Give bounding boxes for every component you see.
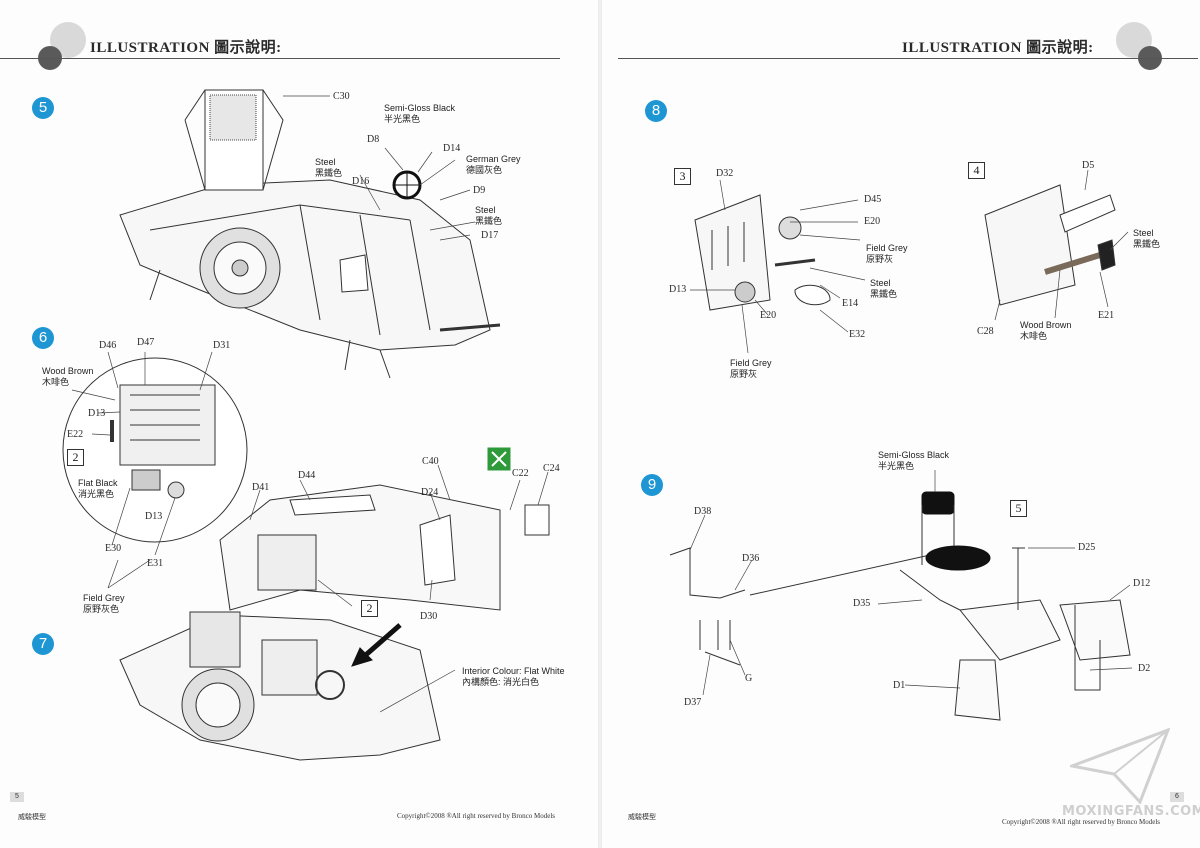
right-page [602, 0, 1200, 848]
footer-copyright-left: Copyright©2008 ®All right reserved by Br… [397, 812, 556, 820]
footer-brand-right: 威駿模型 [628, 813, 656, 821]
part-label-D47: D47 [137, 337, 155, 348]
part-label-D41: D41 [252, 482, 270, 493]
part-label-D25: D25 [1078, 542, 1096, 553]
leader-lines [71, 95, 1133, 713]
step6-detail-circle [62, 357, 248, 543]
part-label-D24: D24 [421, 487, 439, 498]
part-label-E20: E20 [760, 310, 777, 321]
step6-dashboard-drawing [219, 447, 550, 611]
subassembly-box-2: 2 [361, 600, 378, 617]
part-label-E21: E21 [1098, 310, 1115, 321]
subassembly-box-4: 4 [968, 162, 985, 179]
right-header-title: ILLUSTRATION 圖示說明: [902, 40, 1094, 56]
paper-plane-watermark-icon [1070, 728, 1170, 804]
part-label-D2: D2 [1138, 663, 1151, 674]
part-label-D36: D36 [742, 553, 760, 564]
part-label-C24: C24 [543, 463, 560, 474]
watermark-text: MOXINGFANS.COM [1062, 804, 1200, 819]
right-header-rule [618, 58, 1198, 59]
left-header-rule [0, 58, 560, 59]
part-label-C30: C30 [333, 91, 350, 102]
step-badge-7: 7 [32, 633, 54, 655]
part-label-D35: D35 [853, 598, 871, 609]
part-label-D12: D12 [1133, 578, 1151, 589]
part-label-D31: D31 [213, 340, 231, 351]
part-label-E30: E30 [105, 543, 122, 554]
subassembly-box-2: 2 [67, 449, 84, 466]
step5-vehicle-drawing [119, 89, 501, 379]
part-label-D8: D8 [367, 134, 380, 145]
part-label-D13: D13 [669, 284, 687, 295]
step9-seat-drawing [669, 491, 1131, 721]
step-badge-8: 8 [645, 100, 667, 122]
step-badge-6: 6 [32, 327, 54, 349]
page-gutter [598, 0, 602, 848]
part-label-G: G [745, 673, 753, 684]
part-label-D30: D30 [420, 611, 438, 622]
step8-panel-drawing [694, 194, 831, 311]
page-number-right: 6 [1170, 792, 1184, 802]
step8-rack-drawing [984, 184, 1116, 306]
part-label-D14: D14 [443, 143, 461, 154]
part-label-D46: D46 [99, 340, 117, 351]
part-label-D16: D16 [352, 176, 370, 187]
part-label-E20: E20 [864, 216, 881, 227]
part-label-D13: D13 [145, 511, 163, 522]
part-label-E32: E32 [849, 329, 866, 340]
part-label-D37: D37 [684, 697, 702, 708]
part-label-D13: D13 [88, 408, 106, 419]
subassembly-box-5: 5 [1010, 500, 1027, 517]
part-label-D45: D45 [864, 194, 882, 205]
part-label-C22: C22 [512, 468, 529, 479]
part-label-D32: D32 [716, 168, 734, 179]
left-header-title: ILLUSTRATION 圖示說明: [90, 40, 282, 56]
part-label-E31: E31 [147, 558, 164, 569]
part-label-D5: D5 [1082, 160, 1095, 171]
subassembly-box-3: 3 [674, 168, 691, 185]
step7-vehicle-drawing [119, 611, 441, 761]
page-number-left: 5 [10, 792, 24, 802]
part-label-C28: C28 [977, 326, 994, 337]
step-badge-9: 9 [641, 474, 663, 496]
part-label-D1: D1 [893, 680, 906, 691]
part-label-D44: D44 [298, 470, 316, 481]
part-label-C40: C40 [422, 456, 439, 467]
footer-copyright-right: Copyright©2008 ®All right reserved by Br… [1002, 818, 1161, 826]
part-label-D17: D17 [481, 230, 499, 241]
part-label-E14: E14 [842, 298, 859, 309]
part-label-D9: D9 [473, 185, 486, 196]
step-badge-5: 5 [32, 97, 54, 119]
part-label-E22: E22 [67, 429, 84, 440]
part-label-D38: D38 [694, 506, 712, 517]
footer-brand-left: 威駿模型 [18, 813, 46, 821]
